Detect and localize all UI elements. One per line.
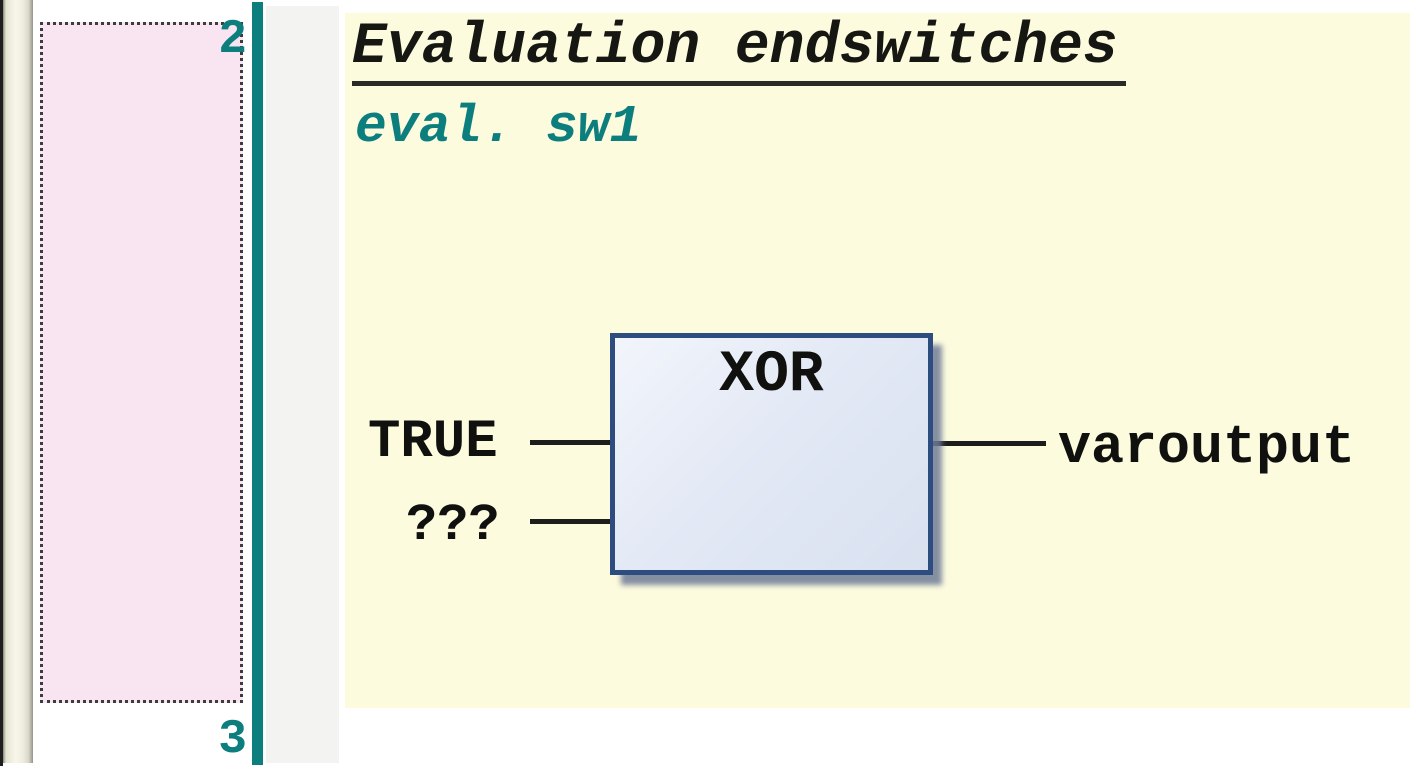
xor-block[interactable]: XOR [610, 333, 933, 575]
network-number-2[interactable]: 2 [218, 13, 247, 67]
window-left-edge [0, 0, 3, 766]
input-operand-placeholder[interactable]: ??? [406, 496, 500, 555]
input-wire-1 [530, 440, 611, 445]
network-comment-title[interactable]: Evaluation endswitches [352, 18, 1126, 86]
input-wire-2 [530, 519, 611, 524]
input-operand-true[interactable]: TRUE [368, 412, 498, 473]
network-number-3[interactable]: 3 [218, 713, 247, 767]
left-margin-bar [3, 0, 33, 763]
network-selection-rect[interactable] [40, 22, 243, 703]
output-operand-varoutput[interactable]: varoutput [1058, 416, 1356, 479]
xor-block-label: XOR [719, 343, 824, 408]
gutter-divider-line [252, 2, 263, 765]
network-comment-label[interactable]: eval. sw1 [355, 97, 642, 157]
gutter-gray-strip [266, 6, 339, 763]
output-wire [929, 441, 1046, 446]
